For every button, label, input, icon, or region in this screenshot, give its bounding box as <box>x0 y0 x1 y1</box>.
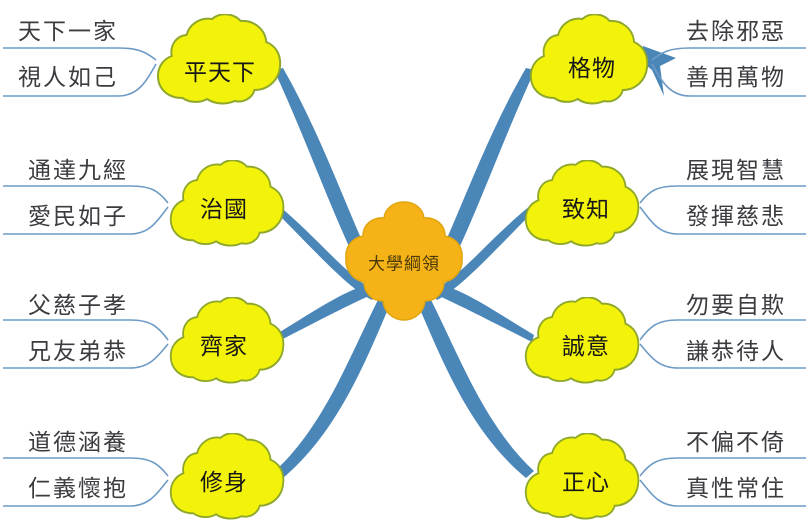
center-node-shape[interactable] <box>345 201 463 321</box>
connector-zheng-xin <box>416 294 534 478</box>
node-shape-cheng-yi[interactable] <box>524 297 640 384</box>
leaf-connector-lines <box>3 47 806 507</box>
leaf-cheng-yi-2: 謙恭待人 <box>686 339 786 365</box>
leaf-xiu-shen-1: 道德涵養 <box>28 430 128 456</box>
leaf-xiu-shen-2: 仁義懷抱 <box>28 476 128 502</box>
connector-xiu-shen <box>275 294 392 478</box>
leaf-zheng-xin-1: 不偏不倚 <box>686 430 786 456</box>
connector-cheng-yi <box>430 284 534 342</box>
node-shape-zhi-zhi[interactable] <box>524 160 640 247</box>
leaf-zheng-xin-2: 真性常住 <box>686 476 786 502</box>
leaf-zhi-guo-1: 通達九經 <box>28 158 128 184</box>
connector-ge-wu-flare <box>640 46 676 96</box>
node-shape-ping-tian-xia[interactable] <box>156 14 282 105</box>
leaf-qi-jia-2: 兄友弟恭 <box>28 339 128 365</box>
leaf-ge-wu-2: 善用萬物 <box>686 65 786 91</box>
leaf-qi-jia-1: 父慈子孝 <box>28 293 128 319</box>
leaf-zhi-zhi-2: 發揮慈悲 <box>686 204 786 230</box>
leaf-zhi-zhi-1: 展現智慧 <box>686 158 786 184</box>
connector-qi-jia <box>275 284 378 342</box>
node-shape-qi-jia[interactable] <box>169 297 285 384</box>
leaf-cheng-yi-1: 勿要自欺 <box>686 293 786 319</box>
node-shape-zheng-xin[interactable] <box>524 433 640 520</box>
node-shape-ge-wu[interactable] <box>529 14 649 105</box>
node-shape-zhi-guo[interactable] <box>169 160 285 247</box>
leaf-zhi-guo-2: 愛民如子 <box>28 204 128 230</box>
node-shape-xiu-shen[interactable] <box>169 433 285 520</box>
leaf-ge-wu-1: 去除邪惡 <box>686 19 786 45</box>
leaf-ping-tian-xia-2: 視人如己 <box>18 65 118 91</box>
leaf-ping-tian-xia-1: 天下一家 <box>18 19 118 45</box>
